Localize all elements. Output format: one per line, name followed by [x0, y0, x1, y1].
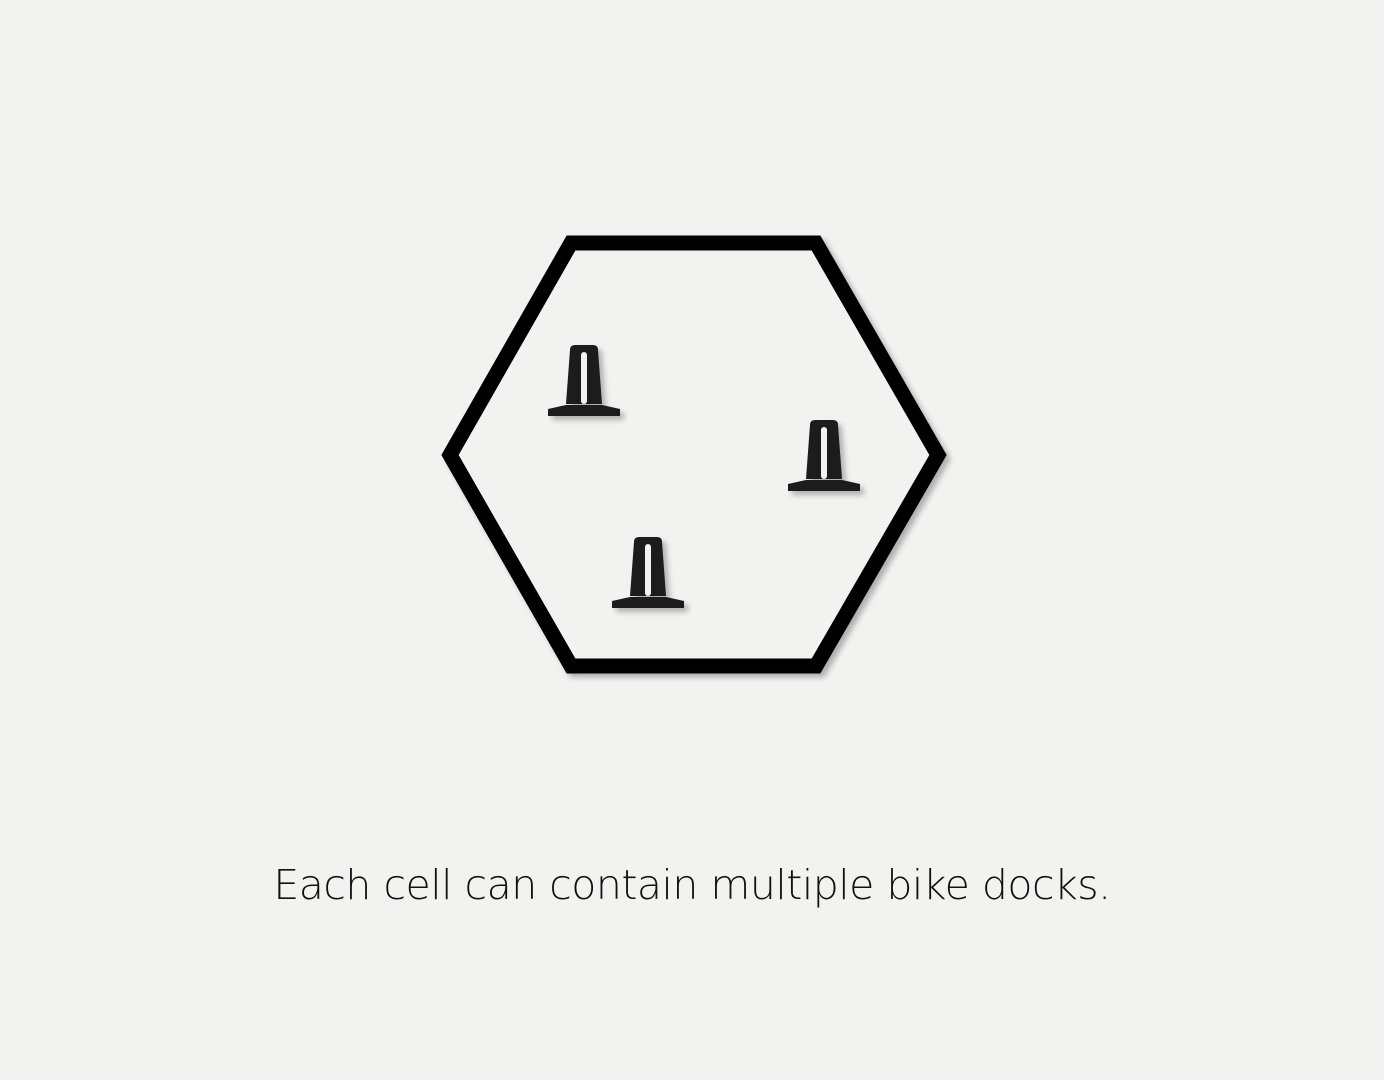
hexagon-cell-icon [441, 235, 947, 674]
diagram-caption: Each cell can contain multiple bike dock… [273, 861, 1111, 909]
